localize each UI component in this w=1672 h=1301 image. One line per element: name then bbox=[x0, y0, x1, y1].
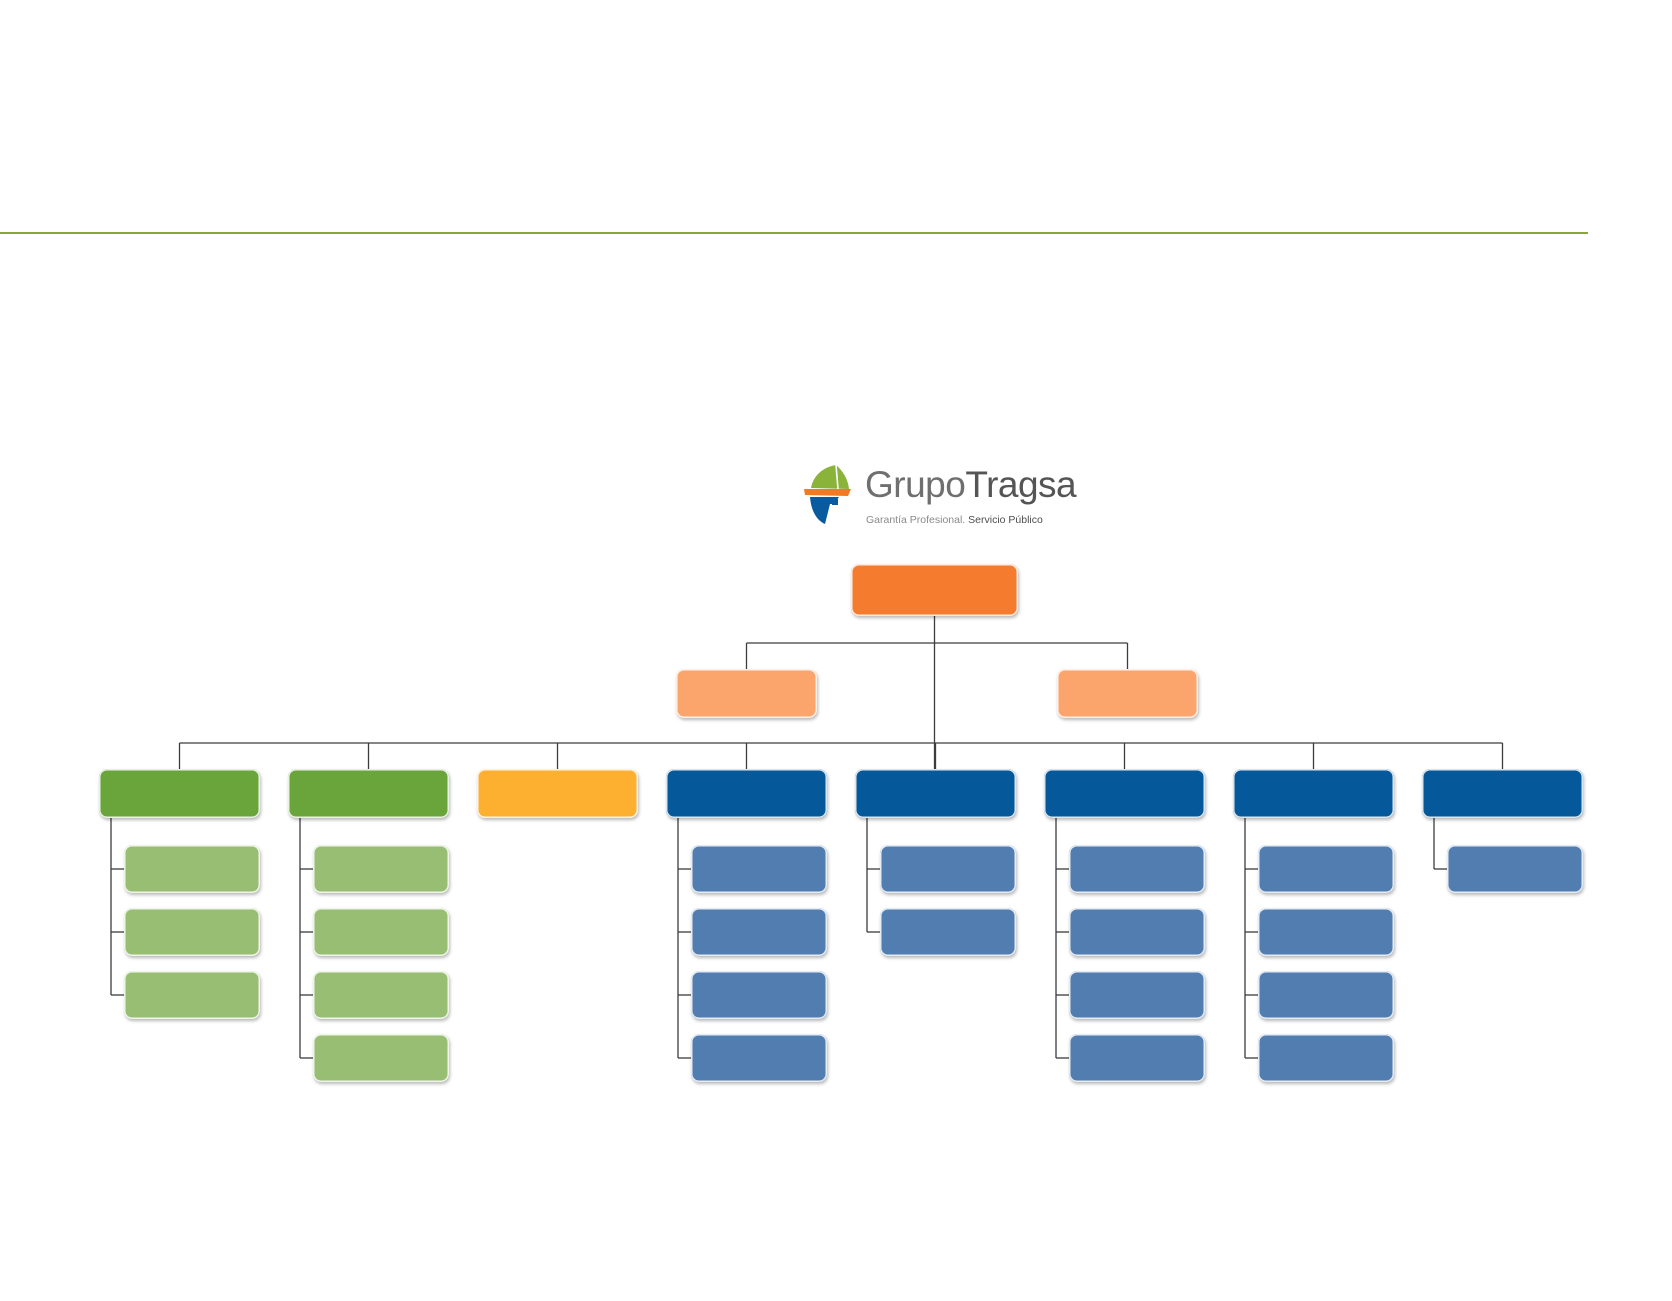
logo-emblem-icon bbox=[804, 464, 851, 524]
org-child-box bbox=[1069, 908, 1205, 956]
org-support-box bbox=[676, 669, 817, 718]
logo-wordmark: GrupoTragsa bbox=[865, 464, 1077, 505]
org-child-box bbox=[124, 908, 260, 956]
header-divider bbox=[0, 232, 1588, 234]
org-branch-head bbox=[1233, 769, 1394, 818]
org-child-box bbox=[313, 971, 449, 1019]
org-child-box bbox=[691, 971, 827, 1019]
org-branch-head bbox=[99, 769, 260, 818]
org-child-box bbox=[1069, 971, 1205, 1019]
org-branch-head bbox=[855, 769, 1016, 818]
org-root-box bbox=[851, 564, 1018, 616]
org-branch-head bbox=[288, 769, 449, 818]
org-support-box bbox=[1057, 669, 1198, 718]
org-branch-head bbox=[666, 769, 827, 818]
org-child-box bbox=[313, 1034, 449, 1082]
org-child-box bbox=[1447, 845, 1583, 893]
org-child-box bbox=[880, 845, 1016, 893]
org-child-box bbox=[691, 908, 827, 956]
org-branch-head bbox=[1044, 769, 1205, 818]
org-child-box bbox=[691, 1034, 827, 1082]
org-child-box bbox=[1069, 1034, 1205, 1082]
org-child-box bbox=[1258, 908, 1394, 956]
org-child-box bbox=[691, 845, 827, 893]
org-child-box bbox=[880, 908, 1016, 956]
org-child-box bbox=[1258, 1034, 1394, 1082]
org-child-box bbox=[1258, 845, 1394, 893]
org-child-box bbox=[1069, 845, 1205, 893]
org-child-box bbox=[1258, 971, 1394, 1019]
grupo-tragsa-logo: GrupoTragsa Garantía Profesional. Servic… bbox=[803, 462, 1077, 532]
logo-tagline: Garantía Profesional. Servicio Público bbox=[866, 514, 1043, 526]
org-child-box bbox=[124, 845, 260, 893]
org-child-box bbox=[313, 845, 449, 893]
org-branch-head bbox=[1422, 769, 1583, 818]
org-child-box bbox=[313, 908, 449, 956]
org-child-box bbox=[124, 971, 260, 1019]
org-branch-head bbox=[477, 769, 638, 818]
